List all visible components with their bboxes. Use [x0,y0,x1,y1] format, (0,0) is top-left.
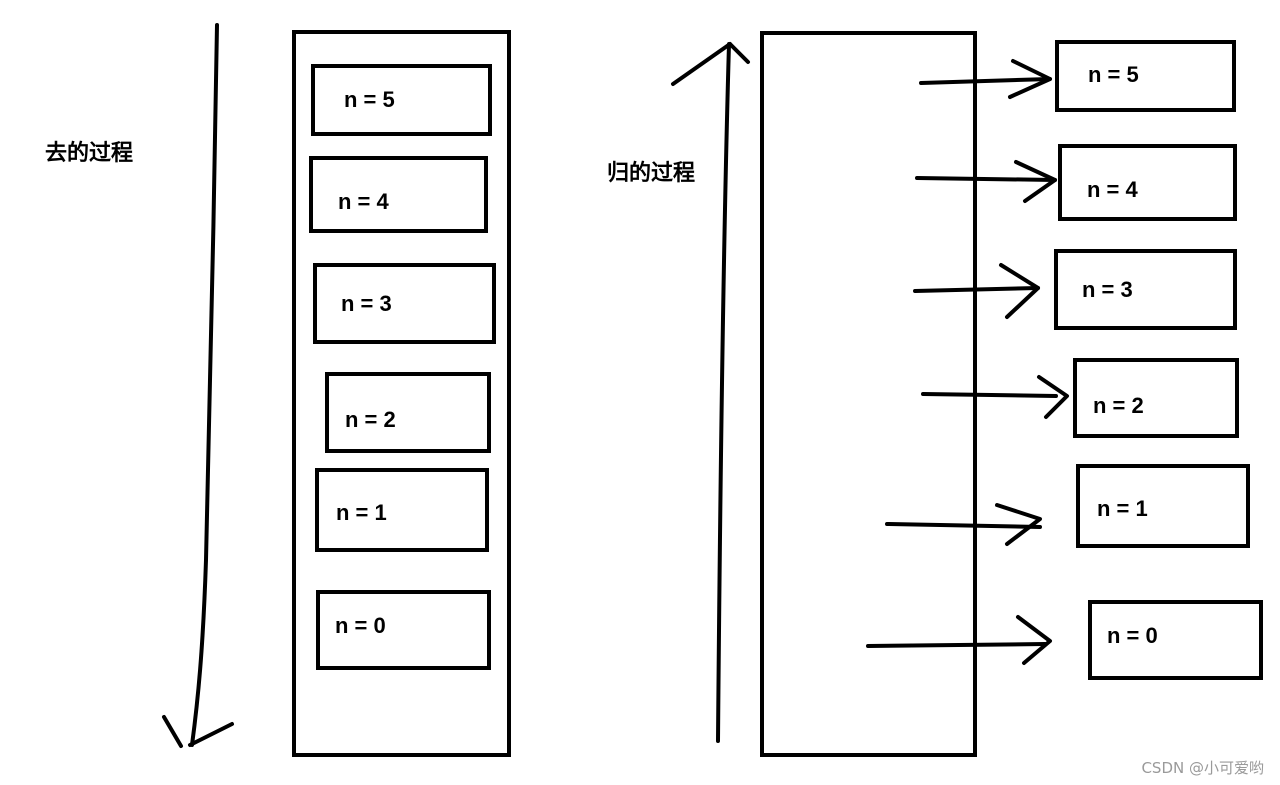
descent-stack-container [292,30,511,757]
frame-label: n = 4 [1087,177,1139,202]
frame-label: n = 3 [1082,277,1133,302]
descent-frame: n = 1 [315,468,489,552]
return-frame: n = 2 [1073,358,1239,438]
descent-frame: n = 0 [316,590,491,670]
return-frame: n = 5 [1055,40,1236,112]
return-frame: n = 4 [1058,144,1237,221]
return-arrows [866,59,1069,665]
frame-label: n = 5 [1088,62,1139,87]
frame-label: n = 0 [335,613,386,638]
return-pointer-arrow [913,263,1040,319]
frame-label: n = 4 [338,189,390,214]
descent-stack: n = 5 n = 4 n = 3 n = 2 n = 1 n = 0 [309,64,496,670]
return-frame: n = 0 [1088,600,1263,680]
frame-label: n = 2 [345,407,396,432]
frame-label: n = 0 [1107,623,1158,648]
return-pointer-arrow [915,160,1057,203]
return-pointer-arrow [866,615,1052,665]
frame-label: n = 5 [344,87,395,112]
return-pointer-arrow [919,59,1052,99]
descent-frame: n = 5 [311,64,492,136]
watermark: CSDN @小可爱哟 [1141,759,1264,777]
descent-label: 去的过程 [45,140,133,166]
descent-frame: n = 3 [313,263,496,344]
frame-label: n = 1 [336,500,387,525]
descent-frame: n = 2 [325,372,491,453]
frame-label: n = 1 [1097,496,1148,521]
return-label: 归的过程 [607,160,695,186]
descent-arrow [162,23,234,748]
return-pointer-arrow [885,503,1042,546]
frame-label: n = 2 [1093,393,1144,418]
return-pointer-arrow [921,375,1069,419]
frame-label: n = 3 [341,291,392,316]
return-frame: n = 1 [1076,464,1250,548]
descent-frame: n = 4 [309,156,488,233]
return-results: n = 5 n = 4 n = 3 n = 2 n = 1 n = 0 [1054,40,1263,680]
return-arrow [671,42,750,743]
return-frame: n = 3 [1054,249,1237,330]
